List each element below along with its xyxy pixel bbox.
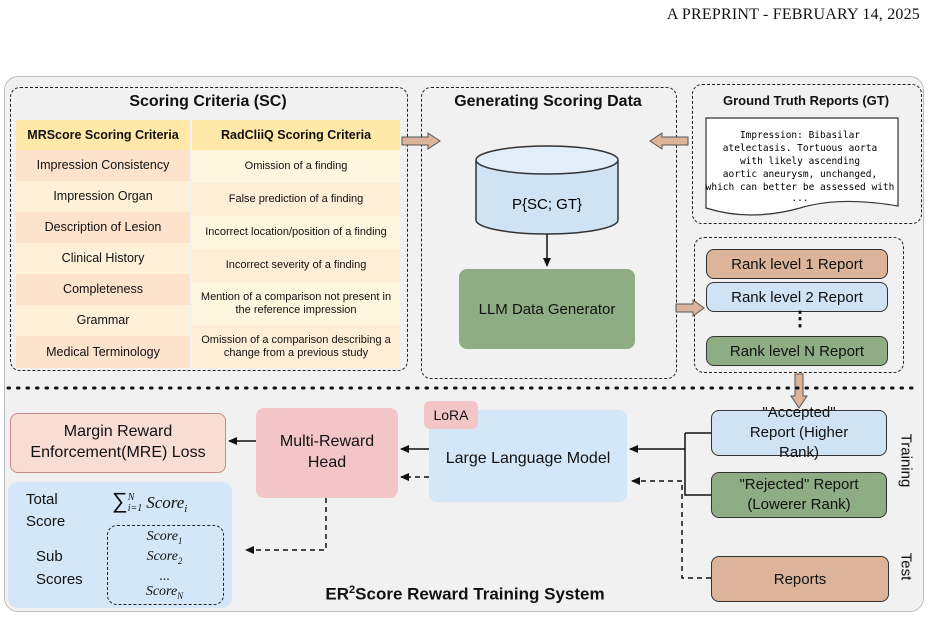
ranks-to-training-arrow (790, 373, 808, 409)
radcliq-item: Omission of a comparison describing a ch… (192, 325, 400, 368)
ground-truth-box (692, 84, 922, 224)
sub-score-item: Score2 (146, 548, 183, 566)
gt-line: atelectasis. Tortuous aorta (723, 143, 877, 154)
generator-to-ranks-arrow (675, 299, 705, 317)
rank-level-1-report: Rank level 1 Report (706, 249, 888, 279)
head-to-scores-arrow (245, 498, 327, 554)
radcliq-item: False prediction of a finding (192, 183, 400, 216)
mrscore-item: Impression Consistency (16, 150, 190, 181)
radcliq-item: Omission of a finding (192, 150, 400, 183)
reports-box: Reports (711, 556, 889, 602)
gt-document-shape (705, 117, 899, 216)
sub-score-item: Score1 (146, 529, 183, 546)
sub-score-item: ScoreN (145, 583, 184, 601)
sum-upper-limit: N (127, 492, 135, 504)
mrscore-item: Medical Terminology (16, 336, 190, 368)
gt-line: ... (791, 193, 808, 204)
scoring-criteria-title: Scoring Criteria (SC) (129, 93, 287, 110)
mrscore-item: Description of Lesion (16, 212, 190, 243)
gt-line: aortic aneurysm, unchanged, (723, 169, 877, 180)
radcliq-item: Incorrect location/position of a finding (192, 216, 400, 249)
sub-scores-list: Score1 Score2 ... ScoreN (107, 529, 222, 603)
rank-level-n-report: Rank level N Report (706, 336, 888, 366)
rank-level-2-report: Rank level 2 Report (706, 282, 888, 312)
radcliq-header: RadCliiQ Scoring Criteria (192, 120, 400, 150)
sub-scores-label: Sub Scores (36, 548, 83, 588)
ground-truth-title: Ground Truth Reports (GT) (722, 93, 890, 108)
multi-reward-head-box: Multi-Reward Head (256, 408, 398, 498)
gt-to-generating-arrow (649, 132, 689, 150)
radcliq-column: RadCliiQ Scoring Criteria Omission of a … (192, 120, 400, 368)
rejected-report-box: "Rejected" Report (Lowerer Rank) (711, 472, 887, 518)
mrscore-item: Clinical History (16, 243, 190, 274)
mrscore-item: Impression Organ (16, 181, 190, 212)
score-term: Score (146, 493, 185, 512)
mrscore-column: MRScore Scoring Criteria Impression Cons… (16, 120, 190, 368)
gt-line: Impression: Bibasilar (740, 130, 860, 141)
llm-data-generator-label: LLM Data Generator (478, 300, 616, 318)
scoring-criteria-box (10, 87, 408, 371)
page-header: A PREPRINT - FEBRUARY 14, 2025 (666, 6, 920, 23)
mrscore-item: Grammar (16, 305, 190, 336)
sub-scores-box (107, 525, 224, 605)
database-label: P{SC; GT} (512, 196, 582, 213)
sum-lower-limit: i=1 (127, 502, 143, 514)
gt-line: with likely ascending (740, 156, 860, 167)
mrscore-item: Completeness (16, 274, 190, 305)
llm-data-generator-box (459, 269, 635, 349)
radcliq-item: Mention of a comparison not present in t… (192, 282, 400, 325)
database-cylinder (475, 145, 619, 235)
gt-line: which can better be assessed with (706, 182, 895, 193)
radcliq-item: Incorrect severity of a finding (192, 249, 400, 282)
total-score-label: Total Score (26, 491, 66, 530)
system-title: ER2Score Reward Training System (325, 584, 605, 604)
sc-to-generating-arrow (401, 132, 441, 150)
scores-panel (8, 482, 232, 608)
rejected-connector (684, 433, 711, 496)
generating-title: Generating Scoring Data (454, 93, 642, 110)
sum-symbol: ∑ (112, 488, 128, 513)
rank-ellipsis: ⋮ (790, 308, 810, 330)
mrscore-header: MRScore Scoring Criteria (16, 120, 190, 150)
mre-loss-box: Margin Reward Enforcement(MRE) Loss (10, 413, 226, 473)
generating-box (421, 87, 677, 379)
lora-badge: LoRA (424, 401, 478, 429)
sub-score-item: ... (159, 568, 170, 584)
score-term-index: i (184, 503, 188, 516)
